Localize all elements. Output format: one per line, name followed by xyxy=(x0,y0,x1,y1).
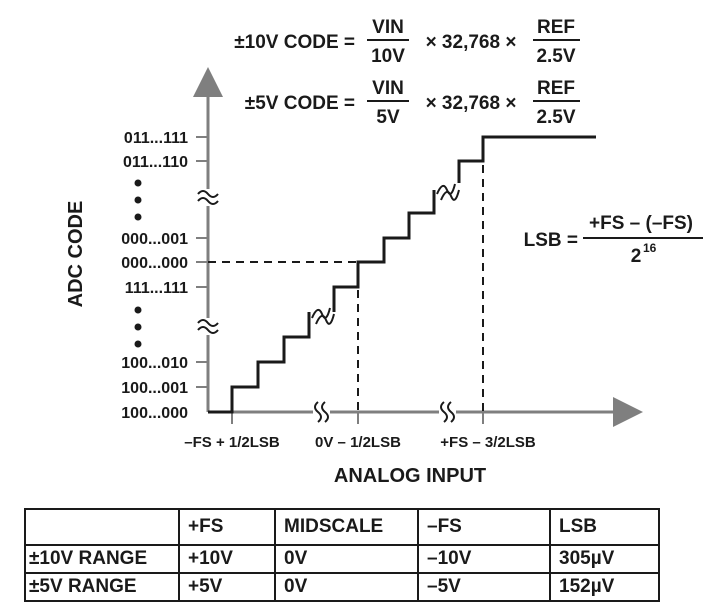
table-header-cell xyxy=(24,508,180,546)
y-axis-break-lower xyxy=(197,318,219,335)
formula-5v-num2: REF xyxy=(537,78,575,99)
table-cell: –5V xyxy=(417,572,551,602)
table-header-row: +FS MIDSCALE –FS LSB xyxy=(24,508,660,546)
formula-5v-den1: 5V xyxy=(376,107,400,128)
y-axis-break-upper xyxy=(197,189,219,206)
y-tick-marks xyxy=(196,136,208,388)
x-axis-break-right xyxy=(439,401,456,423)
formula-5v: ±5V CODE = VIN 5V × 32,768 × REF 2.5V xyxy=(245,78,580,128)
staircase-upper xyxy=(457,135,596,183)
table-cell: ±5V RANGE xyxy=(24,572,180,602)
formula-5v-prefix: ±5V CODE = xyxy=(245,93,355,114)
y-tick-label: 000...000 xyxy=(121,255,188,272)
x-tick-label: –FS + 1/2LSB xyxy=(184,434,280,451)
formula-10v-prefix: ±10V CODE = xyxy=(234,32,355,53)
lsb-numerator: +FS – (–FS) xyxy=(589,213,693,234)
staircase-middle xyxy=(332,190,436,312)
table-cell: ±10V RANGE xyxy=(24,544,180,574)
table-header-cell: MIDSCALE xyxy=(274,508,419,546)
formula-10v: ±10V CODE = VIN 10V × 32,768 × REF 2.5V xyxy=(234,17,580,67)
formula-10v-multiplier: × 32,768 × xyxy=(426,32,517,53)
lsb-formula: LSB = +FS – (–FS) 2 16 xyxy=(524,213,703,267)
table-cell: 0V xyxy=(274,544,419,574)
formula-5v-den2: 2.5V xyxy=(536,107,575,128)
formula-10v-den2: 2.5V xyxy=(536,46,575,67)
table-header-cell: LSB xyxy=(549,508,660,546)
formula-5v-num1: VIN xyxy=(372,78,404,99)
table-row: ±10V RANGE +10V 0V –10V 305µV xyxy=(24,544,660,574)
x-tick-marks xyxy=(231,412,484,424)
y-tick-label: 100...000 xyxy=(121,405,188,422)
formula-10v-num1: VIN xyxy=(372,17,404,38)
table-cell: 152µV xyxy=(549,572,660,602)
table-cell: 305µV xyxy=(549,544,660,574)
formula-10v-den1: 10V xyxy=(371,46,405,67)
table-header-cell: –FS xyxy=(417,508,551,546)
table-cell: +10V xyxy=(178,544,276,574)
y-tick-label: 011...111 xyxy=(124,130,188,147)
y-ellipsis-dots xyxy=(134,179,142,348)
staircase-break-lower xyxy=(311,307,335,325)
transfer-function-diagram: ±10V CODE = VIN 10V × 32,768 × REF 2.5V … xyxy=(65,17,703,487)
table-cell: –10V xyxy=(417,544,551,574)
y-tick-label: 000...001 xyxy=(121,231,188,248)
table-cell: +5V xyxy=(178,572,276,602)
reference-lines xyxy=(208,137,484,412)
table-cell: 0V xyxy=(274,572,419,602)
formula-5v-multiplier: × 32,768 × xyxy=(426,93,517,114)
y-tick-label: 100...001 xyxy=(121,380,188,397)
y-tick-label: 100...010 xyxy=(121,355,188,372)
range-table: +FS MIDSCALE –FS LSB ±10V RANGE +10V 0V … xyxy=(24,508,660,602)
staircase-lower xyxy=(208,312,311,414)
lsb-prefix: LSB = xyxy=(524,230,578,251)
x-tick-label: 0V – 1/2LSB xyxy=(315,434,401,451)
y-tick-label: 111...111 xyxy=(125,280,188,297)
y-axis-title: ADC CODE xyxy=(65,201,87,308)
staircase-break-upper xyxy=(436,183,460,201)
x-tick-label: +FS – 3/2LSB xyxy=(440,434,536,451)
x-axis-title: ANALOG INPUT xyxy=(334,465,486,487)
lsb-denominator-base: 2 xyxy=(631,246,642,267)
lsb-denominator-exponent: 16 xyxy=(643,241,657,255)
y-tick-label: 011...110 xyxy=(123,154,188,171)
table-row: ±5V RANGE +5V 0V –5V 152µV xyxy=(24,572,660,602)
x-axis-break-left xyxy=(313,401,330,423)
table-header-cell: +FS xyxy=(178,508,276,546)
formula-10v-num2: REF xyxy=(537,17,575,38)
